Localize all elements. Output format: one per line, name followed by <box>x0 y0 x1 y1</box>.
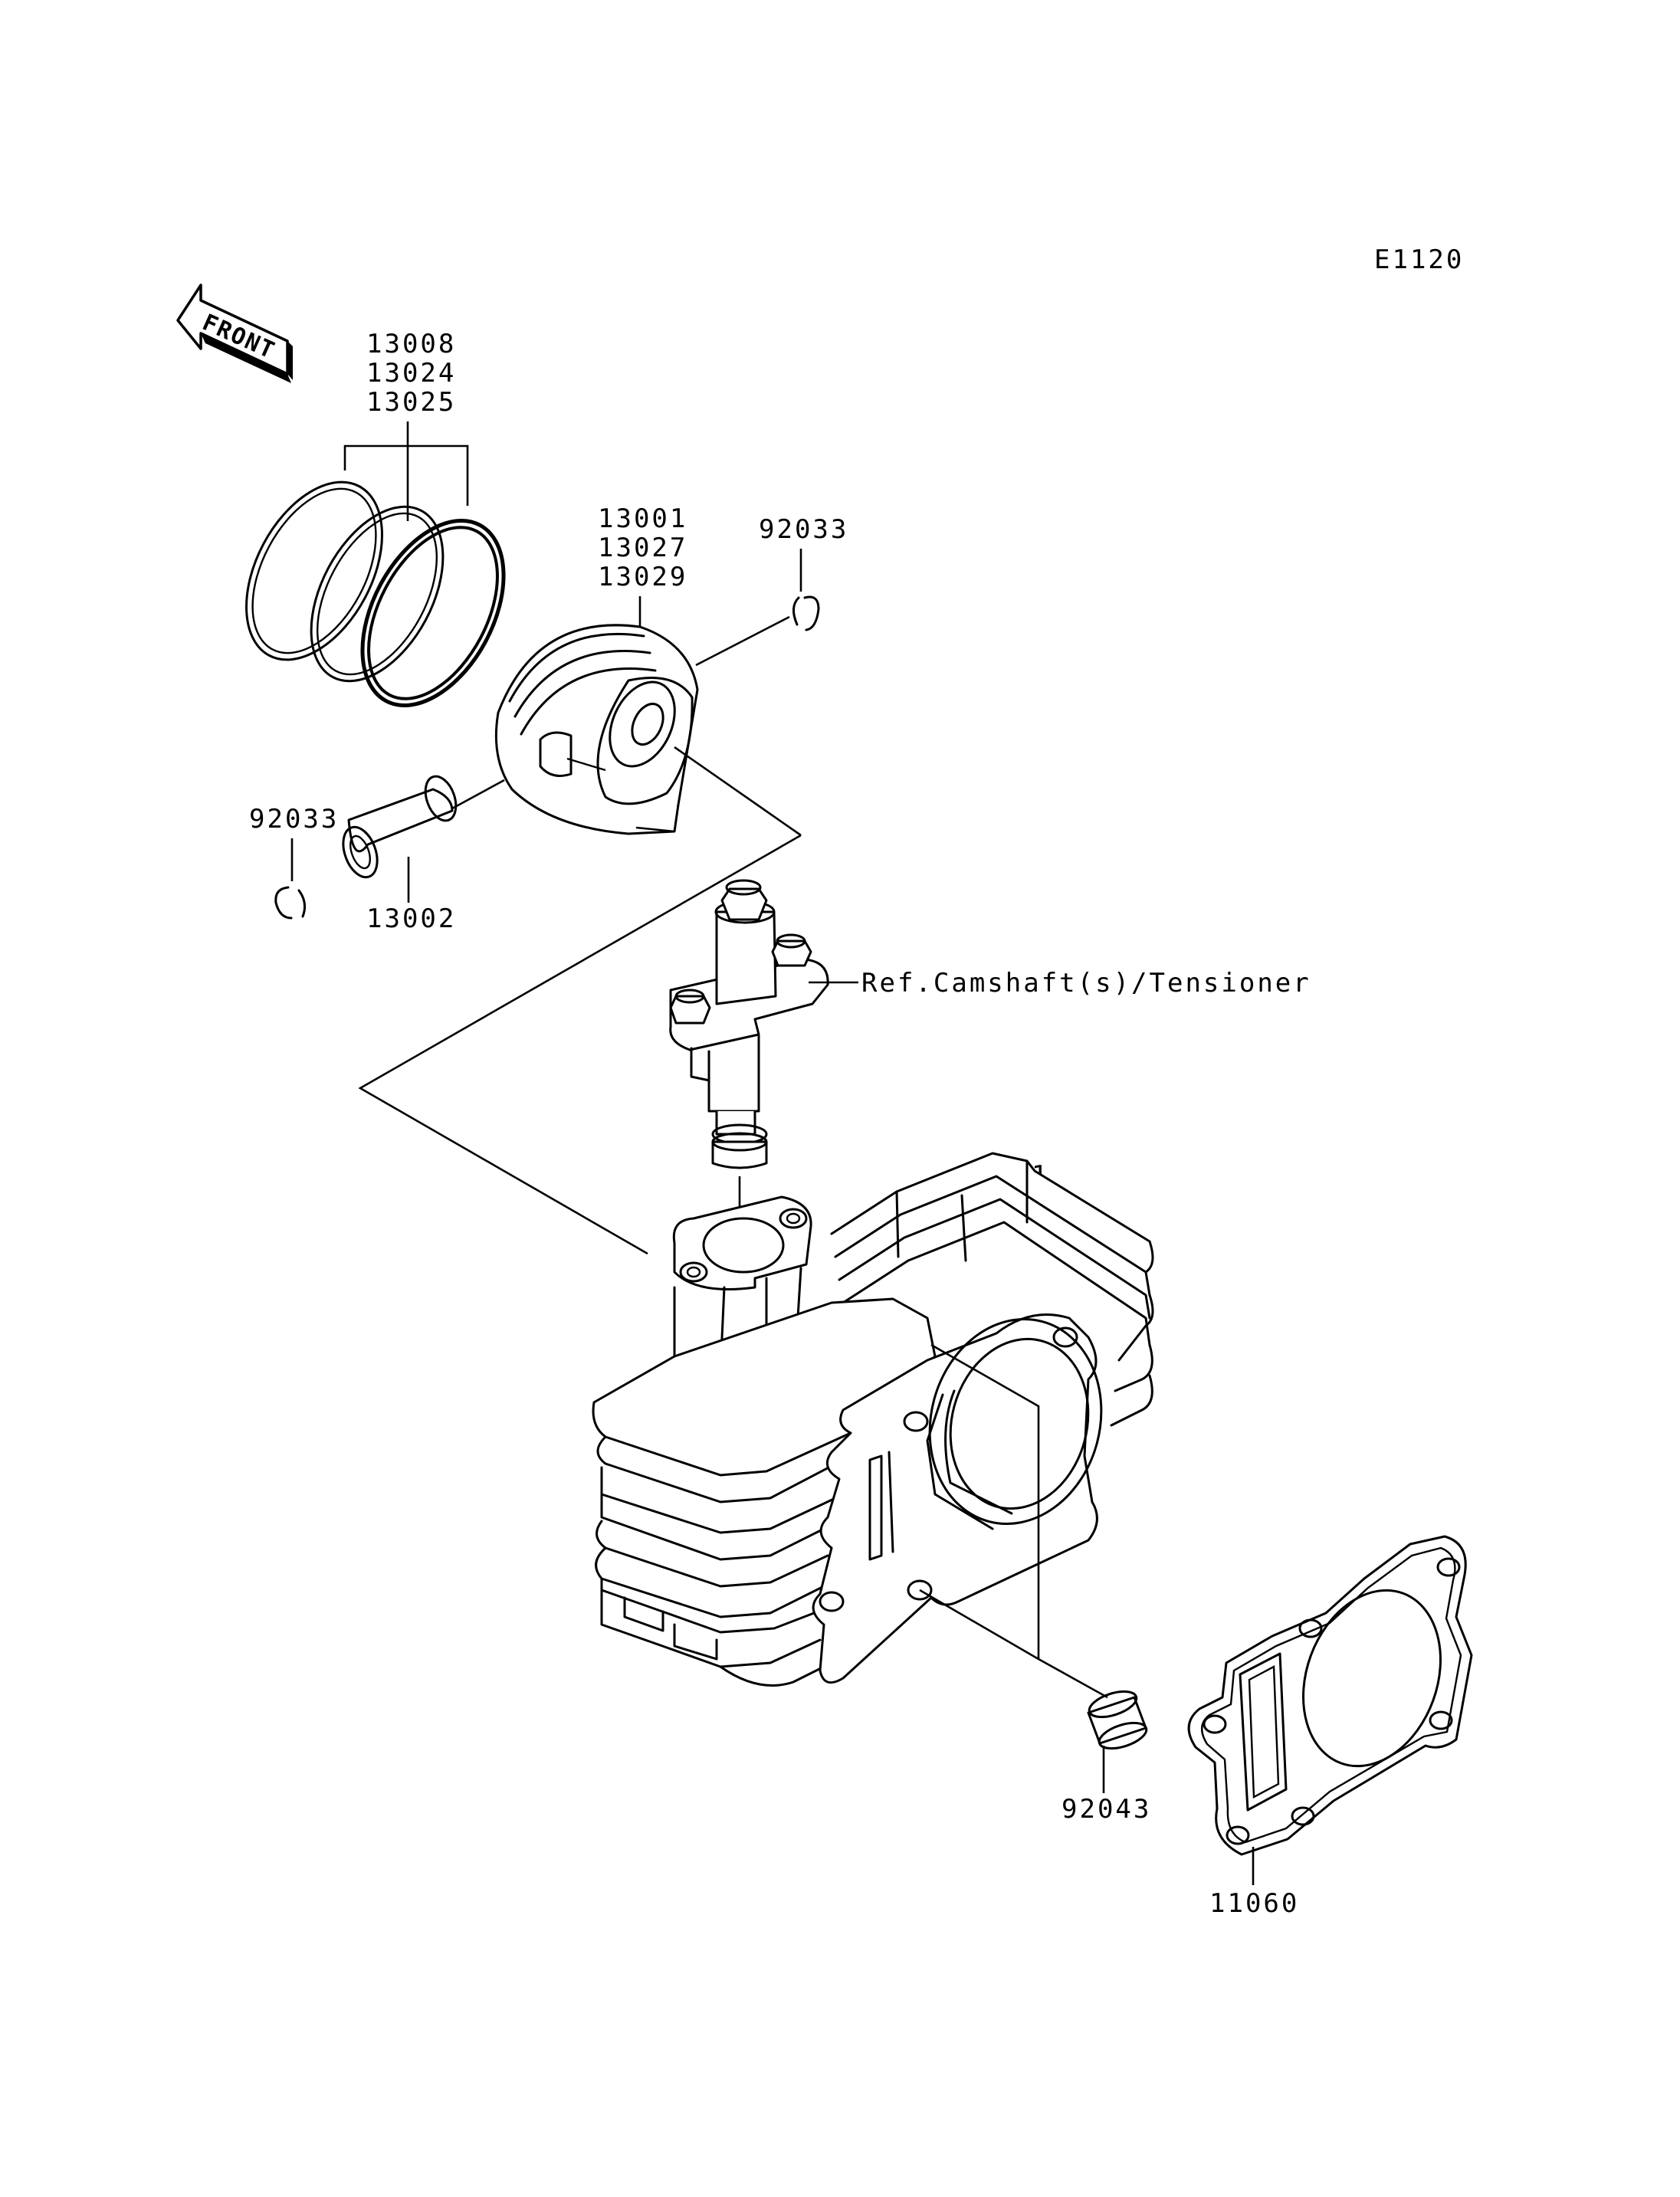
piston-ring-oil <box>360 519 506 707</box>
front-arrow-icon: FRONT <box>176 284 293 383</box>
label-13029: 13029 <box>598 562 687 592</box>
label-13008: 13008 <box>366 329 456 359</box>
label-tensioner-ref: Ref.Camshaft(s)/Tensioner <box>861 968 1311 998</box>
leader-dowel-guide <box>919 1589 1108 1699</box>
camshaft-tensioner <box>669 879 829 1169</box>
leader-piston-pin-axis-right <box>695 615 790 667</box>
circlip-left <box>274 886 307 920</box>
leader-rings-bracket <box>343 444 469 506</box>
label-92043: 92043 <box>1061 1794 1151 1825</box>
leader-cylinder <box>930 1343 1040 1659</box>
label-13002: 13002 <box>366 903 456 934</box>
label-92033-right: 92033 <box>759 514 848 545</box>
label-11060: 11060 <box>1209 1888 1299 1919</box>
piston <box>494 624 699 835</box>
label-13024: 13024 <box>366 358 456 389</box>
label-13027: 13027 <box>598 533 687 563</box>
diagram-code: E1120 <box>1374 244 1464 275</box>
assembly-guide-line <box>358 834 802 1255</box>
label-13025: 13025 <box>366 387 456 418</box>
leader-pin-to-piston <box>451 779 505 810</box>
piston-ring-middle <box>310 505 445 683</box>
piston-ring-top <box>245 480 383 661</box>
dowel-pin <box>1087 1690 1148 1750</box>
piston-pin <box>342 775 458 879</box>
label-92033-left: 92033 <box>249 804 339 835</box>
cylinder-block <box>592 1152 1154 1687</box>
head-gasket <box>1187 1535 1473 1856</box>
label-13001: 13001 <box>598 503 687 534</box>
circlip-right <box>792 595 820 631</box>
leader-piston-bottom <box>674 746 802 837</box>
